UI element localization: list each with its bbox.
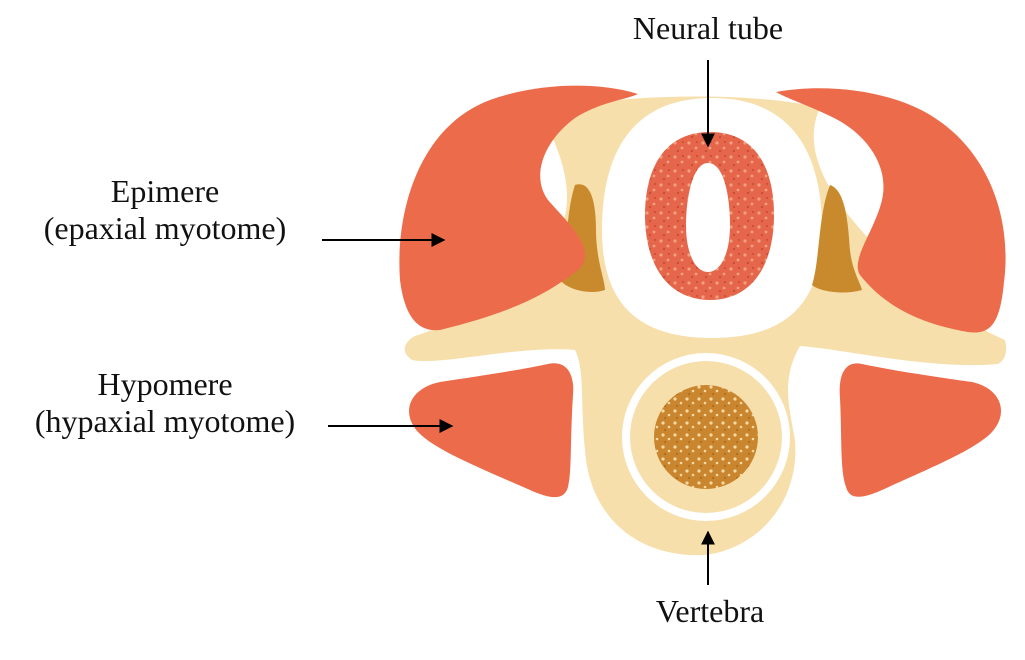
- label-epimere: Epimere (epaxial myotome): [0, 173, 330, 247]
- label-neural-tube: Neural tube: [590, 10, 826, 47]
- hypomere-right: [840, 363, 1001, 496]
- label-epimere-subtitle: (epaxial myotome): [0, 210, 330, 247]
- label-hypomere-title: Hypomere: [0, 366, 330, 403]
- label-hypomere: Hypomere (hypaxial myotome): [0, 366, 330, 440]
- label-vertebra: Vertebra: [600, 593, 820, 630]
- label-neural-tube-text: Neural tube: [590, 10, 826, 47]
- notochord-remnant: [654, 385, 758, 489]
- label-vertebra-text: Vertebra: [600, 593, 820, 630]
- label-epimere-title: Epimere: [0, 173, 330, 210]
- label-hypomere-subtitle: (hypaxial myotome): [0, 403, 330, 440]
- hypomere-left: [409, 363, 573, 497]
